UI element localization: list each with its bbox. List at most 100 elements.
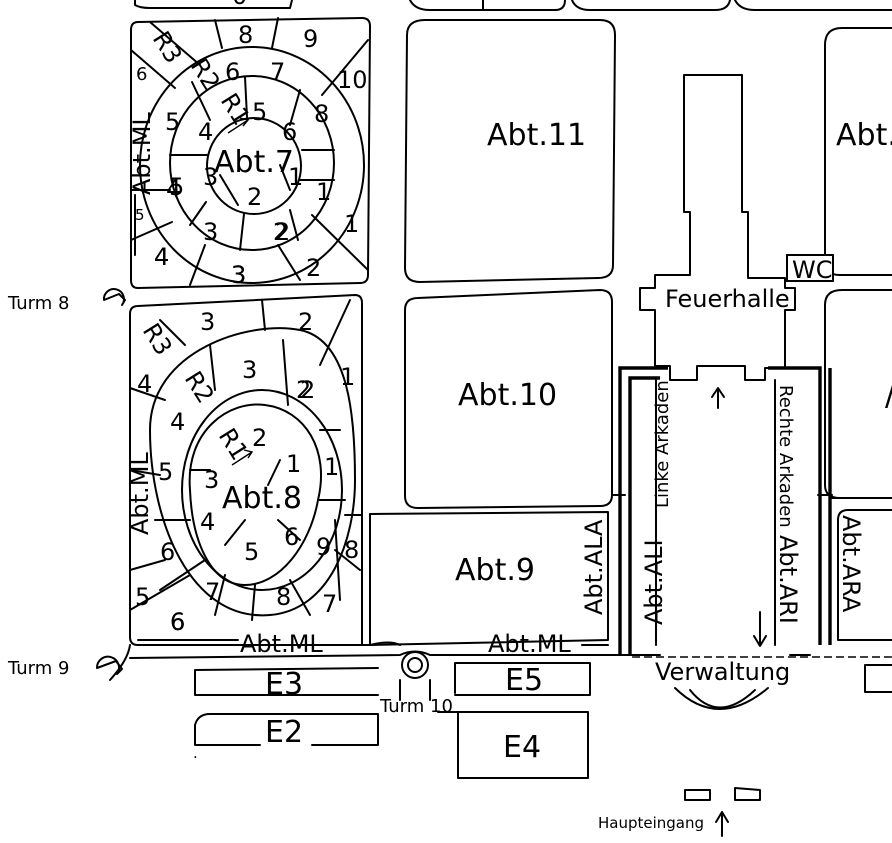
abt7-ml-label: Abt.ML xyxy=(128,112,156,195)
top-partial-blocks: 0 xyxy=(134,0,892,11)
abt7-r3-label: R3 xyxy=(147,26,188,68)
abt8-num: 6 xyxy=(170,608,185,636)
abt7-num: 2 xyxy=(247,183,262,211)
abt7-grave-numbers: 8 9 10 7 6 6 5 8 5 6 4 5 4 3 2 1 1 1 2 3… xyxy=(135,21,368,289)
turm8-label: Turm 8 xyxy=(7,293,69,314)
abt7-num: 1 xyxy=(316,178,331,206)
rechte-arkaden-label: Rechte Arkaden xyxy=(775,385,796,528)
verwaltung-building[interactable]: Verwaltung xyxy=(639,611,811,710)
abt9-label: Abt.9 xyxy=(455,553,535,588)
wc-label: WC xyxy=(792,256,833,284)
abt8-num: 7 xyxy=(322,590,337,618)
abt7-num: 4 xyxy=(166,175,181,203)
turm10-label: Turm 10 xyxy=(379,696,453,717)
wc-building[interactable]: WC xyxy=(786,254,834,284)
tower-turm10[interactable]: Turm 10 xyxy=(379,651,453,717)
section-abt10[interactable]: Abt.10 xyxy=(404,289,613,509)
abt-ali-label: Abt.ALI xyxy=(640,539,668,625)
abt7-num: 8 xyxy=(314,100,329,128)
abt7-num: 2 xyxy=(273,218,288,246)
field-e3[interactable]: E3 xyxy=(194,667,379,702)
abt8-num: 6 xyxy=(284,523,299,551)
abt8-num: 8 xyxy=(344,536,359,564)
abt8-num: 2 xyxy=(298,308,313,336)
field-right-partial xyxy=(864,664,892,693)
abt8-num: 2 xyxy=(300,376,315,404)
abt8-num: 5 xyxy=(135,583,150,611)
field-e4[interactable]: E4 xyxy=(437,711,589,779)
abt7-num: 5 xyxy=(252,98,267,126)
abt8-num: 3 xyxy=(242,356,257,384)
abt7-num: 8 xyxy=(238,21,253,49)
abt7-num: 3 xyxy=(231,261,246,289)
abt7-num: 2 xyxy=(306,254,321,282)
abt8-num: 1 xyxy=(340,363,355,391)
abt7-num: 3 xyxy=(203,163,218,191)
abt8-num: 6 xyxy=(160,538,175,566)
abt8-num: 8 xyxy=(276,583,291,611)
abt7-num: 10 xyxy=(337,66,368,94)
section-abt9[interactable]: Abt.9 xyxy=(369,511,609,646)
field-e5[interactable]: E5 xyxy=(454,662,591,698)
abt7-label: Abt.7 xyxy=(214,145,294,180)
abt8-num: 1 xyxy=(286,450,301,478)
section-abt-ara[interactable]: Abt.ARA xyxy=(837,509,892,641)
abt8-num: 2 xyxy=(252,424,267,452)
abt-ara-label: Abt.ARA xyxy=(837,515,865,613)
abt7-num: 2 xyxy=(275,218,290,246)
tower-turm8[interactable]: Turm 8 xyxy=(7,288,126,314)
field-e2[interactable]: E2 xyxy=(194,713,379,750)
section-abt8[interactable] xyxy=(129,294,363,646)
feuerhalle-building[interactable]: Feuerhalle xyxy=(639,74,796,409)
abt7-num: 5 xyxy=(165,108,180,136)
abt7-num: 5 xyxy=(135,206,145,224)
e4-label: E4 xyxy=(503,730,541,765)
abt8-num: 5 xyxy=(244,538,259,566)
feuerhalle-label: Feuerhalle xyxy=(665,285,790,313)
e2-label: E2 xyxy=(265,715,303,750)
abt8-num: 2 xyxy=(296,376,311,404)
abt10-label: Abt.10 xyxy=(458,378,557,413)
arcades xyxy=(611,366,892,655)
abt7-num: 5 xyxy=(169,173,184,201)
abt8-num: 9 xyxy=(316,533,331,561)
abt8-num: 7 xyxy=(205,578,220,606)
abt-ari-label: Abt.ARI xyxy=(774,535,802,624)
abt7-num: 7 xyxy=(270,58,285,86)
abt7-num: 4 xyxy=(154,243,169,271)
abt7-r1-label: R1 xyxy=(215,88,256,130)
verwaltung-label: Verwaltung xyxy=(655,658,790,686)
abt-ala-label: Abt.ALA xyxy=(580,519,608,615)
abt7-num: 4 xyxy=(198,118,213,146)
abt8-num: 6 xyxy=(170,608,185,636)
abt8-num: 4 xyxy=(170,408,185,436)
abt7-num: 3 xyxy=(203,218,218,246)
abt8-num: 3 xyxy=(204,466,219,494)
tower-turm9[interactable]: Turm 9 xyxy=(7,655,123,679)
abt7-num: 3 xyxy=(231,261,246,289)
abt7-num: 6 xyxy=(136,64,147,85)
stray-mark: . xyxy=(193,744,198,762)
abt8-num: 1 xyxy=(324,453,339,481)
abt-ml-bottom-left: Abt.ML xyxy=(240,630,323,658)
abt7-num: 9 xyxy=(303,25,318,53)
haupteingang-entrance[interactable]: Haupteingang xyxy=(598,787,761,837)
abt8-r3-label: R3 xyxy=(137,318,178,360)
turm9-label: Turm 9 xyxy=(7,658,69,679)
abt-ml-bottom-right: Abt.ML xyxy=(488,630,571,658)
abt8-num: 4 xyxy=(200,508,215,536)
section-abt7[interactable] xyxy=(130,17,371,289)
svg-text:0: 0 xyxy=(232,0,247,10)
linke-arkaden-label: Linke Arkaden xyxy=(652,380,673,508)
section-abt11[interactable]: Abt.11 xyxy=(404,19,616,283)
abt7-num: 6 xyxy=(225,58,240,86)
abt7-num: 4 xyxy=(154,243,169,271)
abt-right-top-label: Abt. xyxy=(836,118,892,153)
abt7-num: 1 xyxy=(344,210,359,238)
abt8-num: 5 xyxy=(158,458,173,486)
section-right-top[interactable]: Abt. / xyxy=(824,27,892,499)
e3-label: E3 xyxy=(265,667,303,702)
abt8-num: 4 xyxy=(137,370,152,398)
abt11-label: Abt.11 xyxy=(487,118,586,153)
